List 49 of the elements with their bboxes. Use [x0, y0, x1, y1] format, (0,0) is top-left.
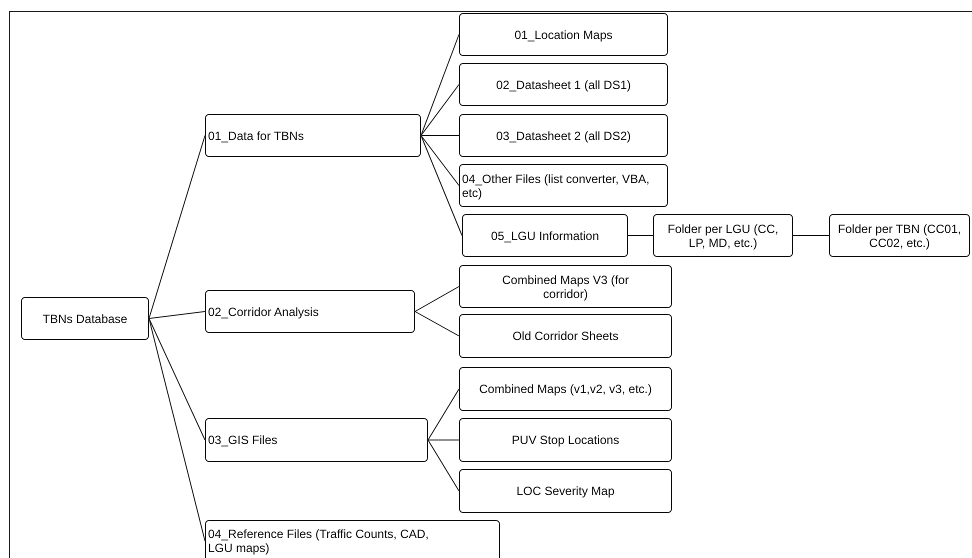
folder-box	[829, 214, 970, 257]
connector-line	[628, 235, 654, 236]
folder-label: Combined Maps (v1,v2, v3, etc.)	[479, 382, 652, 396]
folder-box	[459, 469, 672, 513]
connector-line	[148, 135, 206, 319]
connector-line	[148, 318, 206, 440]
folder-box	[459, 63, 668, 106]
folder-label: 05_LGU Information	[490, 228, 600, 242]
connector-line	[420, 135, 462, 236]
folder-label: 04_Other Files (list converter, VBA, etc)	[462, 172, 650, 200]
connector-line	[792, 235, 830, 236]
folder-label: 04_Reference Files (Traffic Counts, CAD, LGU maps)	[208, 527, 430, 555]
folder-box	[205, 520, 500, 558]
folder-label: Combined Maps V3 (for corridor)	[501, 272, 630, 300]
folder-box	[459, 367, 672, 411]
connector-line	[428, 440, 460, 492]
folder-label: 02_Datasheet 1 (all DS1)	[496, 78, 631, 92]
folder-label: Folder per LGU (CC, LP, MD, etc.)	[666, 222, 780, 250]
connector-line	[414, 311, 460, 336]
folder-box	[459, 418, 672, 462]
folder-label: 03_Datasheet 2 (all DS2)	[496, 128, 631, 142]
folder-label: PUV Stop Locations	[512, 433, 620, 447]
connector-line	[420, 34, 460, 136]
folder-box	[462, 214, 628, 257]
folder-box	[205, 290, 415, 333]
folder-box	[205, 418, 428, 462]
folder-box	[21, 297, 149, 340]
connector-line	[420, 135, 460, 186]
folder-label: TBNs Database	[42, 312, 128, 326]
folder-label: 01_Data for TBNs	[208, 128, 304, 142]
folder-box	[459, 314, 672, 358]
folder-box	[459, 164, 668, 207]
folder-box	[205, 114, 421, 157]
folder-label: Old Corridor Sheets	[512, 329, 619, 343]
connector-line	[420, 135, 460, 136]
folder-box	[653, 214, 793, 257]
connector-line	[414, 286, 460, 312]
folder-box	[459, 114, 668, 157]
folder-box	[459, 13, 668, 56]
folder-label: LOC Severity Map	[516, 484, 615, 498]
folder-label: 02_Corridor Analysis	[208, 304, 319, 318]
folder-label: Folder per TBN (CC01, CC02, etc.)	[836, 222, 962, 250]
connector-line	[148, 318, 206, 542]
folder-box	[459, 265, 672, 308]
folder-label: 03_GIS Files	[208, 433, 278, 447]
folder-label: 01_Location Maps	[514, 28, 613, 42]
connector-line	[420, 84, 460, 136]
connector-line	[148, 311, 206, 319]
connector-line	[428, 388, 460, 440]
